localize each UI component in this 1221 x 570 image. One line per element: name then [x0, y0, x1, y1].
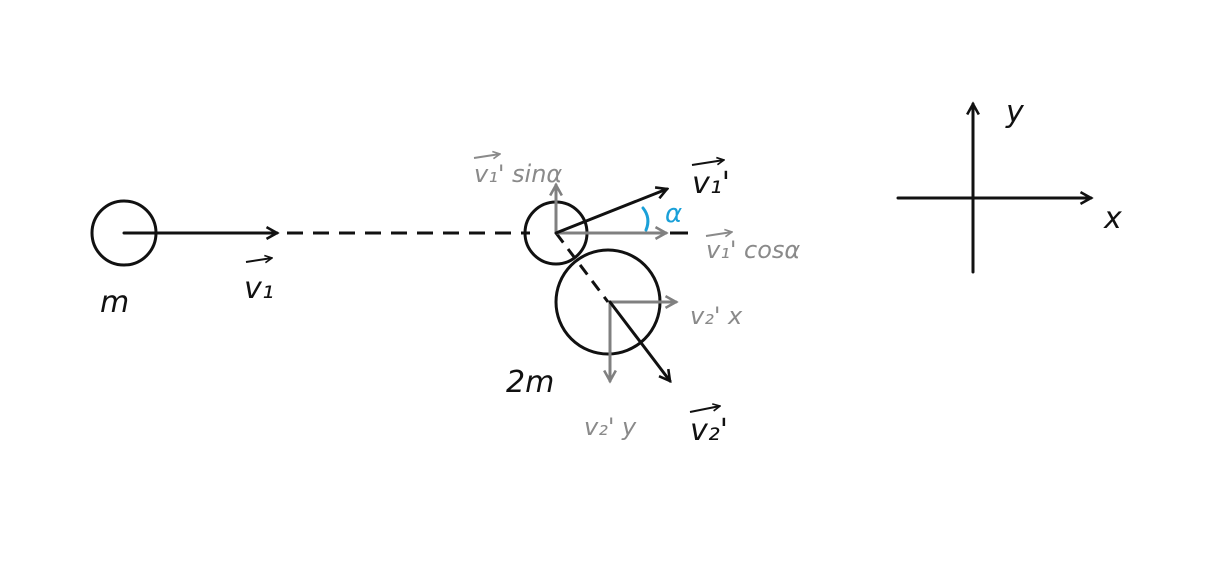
- line-of-centers-dashed: [554, 232, 610, 303]
- v1-overarrow: [245, 258, 272, 262]
- label-axis-x: x: [1103, 201, 1122, 236]
- v1p-cos-overarrow: [705, 232, 732, 236]
- v1-prime-arrow: [554, 189, 667, 235]
- v2-prime-arrow: [608, 300, 670, 381]
- label-axis-y: y: [1005, 95, 1025, 130]
- v1p-sin-overarrow: [473, 154, 500, 158]
- v2p-overarrow: [689, 406, 720, 413]
- label-v1p-sin: v₁' sinα: [474, 160, 562, 188]
- label-v1p-cos: v₁' cosα: [706, 236, 800, 264]
- label-v1-prime: v₁': [692, 166, 730, 201]
- label-mass-2m: 2m: [506, 365, 554, 400]
- label-v2-prime: v₂': [690, 413, 728, 448]
- label-v2y: v₂' y: [584, 413, 637, 441]
- label-mass-m: m: [100, 285, 129, 320]
- label-v2x: v₂' x: [690, 302, 743, 330]
- angle-alpha-arc: [641, 206, 650, 232]
- v1p-overarrow: [691, 160, 724, 166]
- label-alpha: α: [665, 199, 682, 229]
- label-v1: v₁: [244, 271, 274, 306]
